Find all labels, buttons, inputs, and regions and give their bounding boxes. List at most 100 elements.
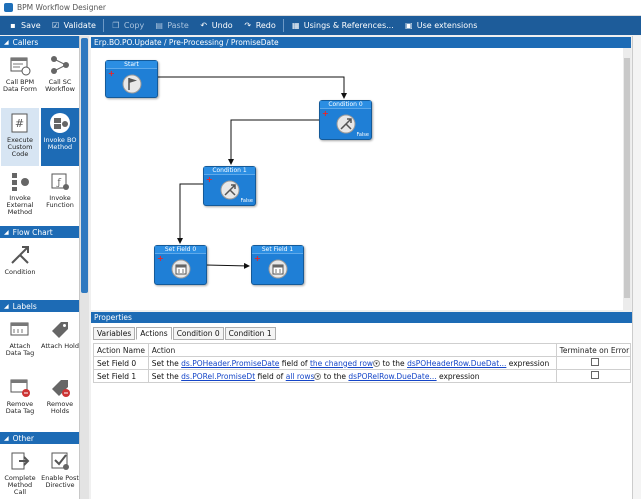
tool-attach-hold[interactable]: Attach Hold: [41, 314, 79, 372]
tool-invoke-bo-method[interactable]: Invoke BO Method: [41, 108, 79, 166]
set-field-icon: [171, 259, 190, 279]
undo-icon: ↶: [200, 20, 208, 30]
extensions-icon: ▣: [404, 20, 413, 30]
tab-variables[interactable]: Variables: [93, 327, 136, 340]
terminate-cell: [555, 369, 632, 383]
plus-icon: +: [206, 175, 213, 184]
properties-panel: Variables Actions Condition 0 Condition …: [91, 323, 632, 499]
tab-actions[interactable]: Actions: [136, 327, 172, 340]
expression-link[interactable]: dsPOHeaderRow.DueDat...: [407, 358, 507, 368]
window-titlebar: BPM Workflow Designer: [0, 0, 641, 16]
tool-complete-method-call[interactable]: Complete Method Call: [1, 446, 39, 499]
tab-condition-0[interactable]: Condition 0: [172, 327, 224, 340]
tool-call-bpm-data-form[interactable]: Call BPM Data Form: [1, 50, 39, 108]
column-header-terminate[interactable]: Terminate on Error: [555, 343, 632, 357]
connector-lines: [158, 76, 347, 269]
properties-header: Properties: [91, 312, 632, 323]
app-icon: [4, 3, 13, 12]
bo-method-icon: [50, 113, 70, 133]
canvas-scrollbar-thumb[interactable]: [624, 58, 630, 298]
sidebar-scrollbar-thumb[interactable]: [81, 38, 88, 293]
actions-table: Action Name Action Terminate on Error Se…: [93, 343, 632, 383]
window-title: BPM Workflow Designer: [17, 3, 106, 12]
flag-icon: [122, 74, 141, 94]
labels-section-header[interactable]: ◢Labels: [0, 300, 79, 312]
canvas-breadcrumb: Erp.BO.PO.Update / Pre-Processing / Prom…: [91, 37, 631, 48]
terminate-cell: [555, 356, 632, 370]
terminate-checkbox[interactable]: [590, 371, 599, 379]
function-icon: ƒ: [51, 173, 69, 190]
custom-code-icon: #: [11, 113, 28, 133]
collapse-triangle-icon: ◢: [4, 228, 9, 236]
node-condition-0[interactable]: Condition 0 + False: [319, 100, 372, 140]
flowchart-section-header[interactable]: ◢Flow Chart: [0, 226, 79, 238]
data-tag-icon: [10, 322, 29, 336]
redo-button[interactable]: ↷Redo: [244, 20, 276, 31]
table-row[interactable]: Set Field 1 Set the ds.PORel.PromiseDt f…: [93, 369, 632, 383]
action-name-cell: Set Field 1: [93, 369, 149, 383]
collapse-triangle-icon: ◢: [4, 38, 9, 46]
tool-attach-data-tag[interactable]: Attach Data Tag: [1, 314, 39, 372]
paste-icon: ▤: [155, 20, 163, 30]
workflow-icon: [51, 56, 69, 74]
toolbar-separator: [102, 19, 104, 32]
tab-condition-1[interactable]: Condition 1: [224, 327, 276, 340]
column-header-action[interactable]: Action: [147, 343, 557, 357]
tool-invoke-external-method[interactable]: Invoke External Method: [1, 166, 39, 224]
node-set-field-0[interactable]: Set Field 0 +: [154, 245, 207, 285]
save-icon: ▪: [10, 20, 16, 30]
tool-remove-holds[interactable]: Remove Holds: [41, 372, 79, 430]
dropdown-arrow-icon[interactable]: ▾: [314, 373, 322, 380]
table-header-row: Action Name Action Terminate on Error: [93, 343, 632, 357]
field-link[interactable]: ds.POHeader.PromiseDate: [181, 358, 280, 368]
sidebar-scrollbar[interactable]: [80, 36, 89, 499]
action-description-cell: Set the ds.PORel.PromiseDt field of all …: [147, 369, 557, 383]
column-header-action-name[interactable]: Action Name: [93, 343, 149, 357]
complete-method-icon: [11, 452, 30, 470]
tool-condition[interactable]: Condition: [1, 240, 39, 298]
field-link[interactable]: ds.PORel.PromiseDt: [181, 371, 256, 381]
toolbar-separator: [282, 19, 284, 32]
references-icon: ▦: [292, 20, 300, 30]
row-scope-link[interactable]: all rows: [285, 371, 315, 381]
paste-button[interactable]: ▤Paste: [155, 20, 189, 31]
toolbox-sidebar: ◢Callers Call BPM Data Form Call SC Work…: [0, 36, 80, 499]
undo-button[interactable]: ↶Undo: [200, 20, 233, 31]
plus-icon: +: [108, 69, 115, 78]
dropdown-arrow-icon[interactable]: ▾: [373, 360, 381, 367]
collapse-triangle-icon: ◢: [4, 302, 9, 310]
plus-icon: +: [254, 254, 261, 263]
validate-button[interactable]: ☑Validate: [52, 20, 96, 31]
toolbar: ▪Save ☑Validate ❐Copy ▤Paste ↶Undo ↷Redo…: [0, 16, 641, 35]
node-condition-1[interactable]: Condition 1 + False: [203, 166, 256, 206]
plus-icon: +: [157, 254, 164, 263]
canvas-vertical-scrollbar[interactable]: [623, 48, 631, 310]
hold-tag-icon: [52, 322, 68, 338]
terminate-checkbox[interactable]: [590, 358, 599, 366]
copy-icon: ❐: [112, 20, 120, 30]
workflow-canvas[interactable]: Start + Condition 0 + False Condition 1 …: [91, 48, 631, 310]
tool-invoke-function[interactable]: ƒ Invoke Function: [41, 166, 79, 224]
tool-call-sc-workflow[interactable]: Call SC Workflow: [41, 50, 79, 108]
collapse-triangle-icon: ◢: [4, 434, 9, 442]
other-section-header[interactable]: ◢Other: [0, 432, 79, 444]
callers-section-header[interactable]: ◢Callers: [0, 36, 79, 48]
tool-execute-custom-code[interactable]: # Execute Custom Code: [1, 108, 39, 166]
copy-button[interactable]: ❐Copy: [112, 20, 145, 31]
svg-text:#: #: [15, 117, 24, 130]
use-extensions-button[interactable]: ▣Use extensions: [404, 20, 478, 31]
action-name-cell: Set Field 0: [93, 356, 149, 370]
data-form-icon: [10, 57, 31, 76]
expression-link[interactable]: dsPORelRow.DueDate...: [348, 371, 437, 381]
node-start[interactable]: Start +: [105, 60, 158, 98]
table-row[interactable]: Set Field 0 Set the ds.POHeader.PromiseD…: [93, 356, 632, 370]
redo-icon: ↷: [244, 20, 252, 30]
save-button[interactable]: ▪Save: [3, 16, 46, 35]
row-scope-link[interactable]: the changed row: [309, 358, 374, 368]
usings-references-button[interactable]: ▦Usings & References...: [292, 20, 394, 31]
remove-hold-icon: [52, 380, 70, 397]
tool-enable-post-directive[interactable]: Enable Post Directive: [41, 446, 79, 499]
tool-remove-data-tag[interactable]: Remove Data Tag: [1, 372, 39, 430]
condition-icon: [11, 246, 29, 264]
node-set-field-1[interactable]: Set Field 1 +: [251, 245, 304, 285]
